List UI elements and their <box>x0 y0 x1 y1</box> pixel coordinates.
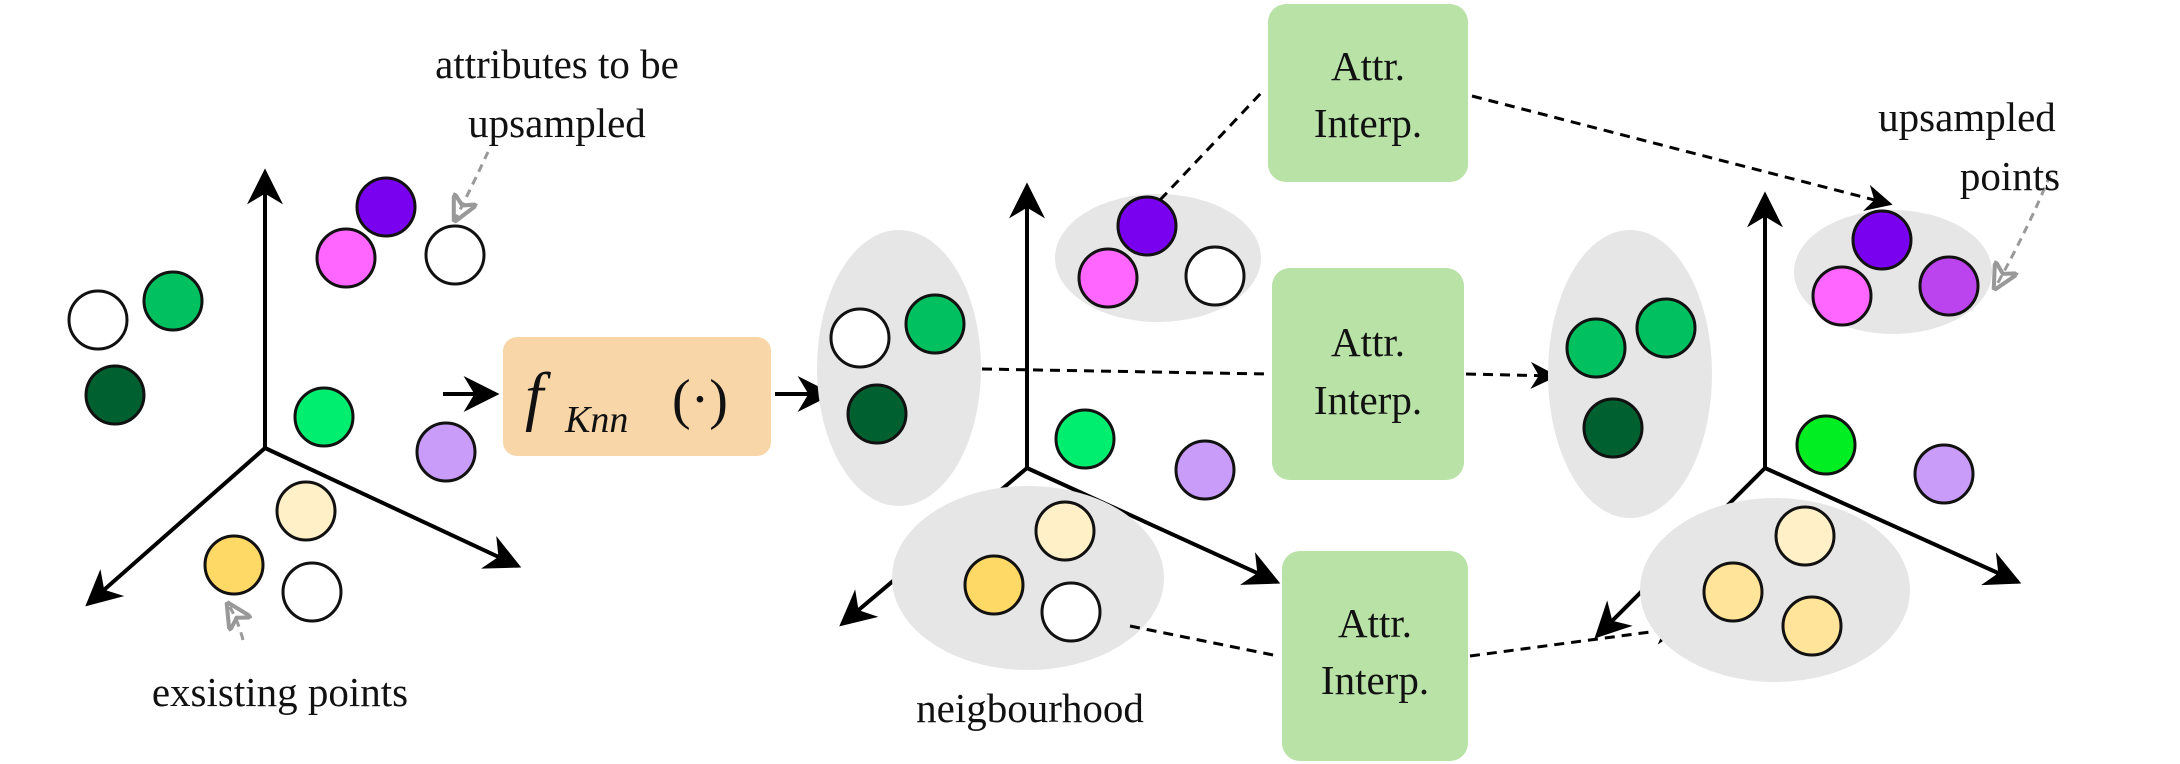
upsampled-label-line1: upsampled <box>1878 94 2056 140</box>
upsampled-label-line2: points <box>1960 153 2060 199</box>
cluster-upsampled-middle <box>1548 230 1712 518</box>
cluster-upsampled-bottom <box>1640 498 1910 682</box>
interp-box-top: Attr. Interp. <box>1268 4 1468 182</box>
point-lavender <box>1174 439 1236 501</box>
point-cream <box>275 480 337 542</box>
neighbourhood-label: neigbourhood <box>916 685 1144 731</box>
point-white <box>67 289 129 351</box>
dashed-connectors <box>981 90 1893 658</box>
point-green <box>904 293 966 355</box>
interp-box-middle: Attr. Interp. <box>1272 268 1464 480</box>
point-bright-green <box>293 386 355 448</box>
point-lavender <box>1913 443 1975 505</box>
attributes-label-line1: attributes to be <box>435 41 679 87</box>
knn-box: f Knn (·) <box>503 337 771 456</box>
point-cream <box>1774 505 1836 567</box>
point-green <box>1565 317 1627 379</box>
point-purple <box>1851 209 1913 271</box>
point-dark-green <box>846 383 908 445</box>
knn-args: (·) <box>672 369 728 431</box>
point-lime <box>1795 414 1857 476</box>
point-bright-green <box>1054 408 1116 470</box>
cluster-middle <box>817 230 981 506</box>
point-white <box>829 307 891 369</box>
interp-box-middle-line1: Attr. <box>1331 319 1405 365</box>
point-pale-yellow <box>1702 561 1764 623</box>
point-lavender <box>415 421 477 483</box>
point-green <box>142 270 204 332</box>
knn-subscript: Knn <box>564 399 628 441</box>
attributes-label-line2: upsampled <box>468 100 646 146</box>
callout-arrows <box>228 151 2052 641</box>
point-violet <box>1918 255 1980 317</box>
interp-box-bottom: Attr. Interp. <box>1282 551 1468 761</box>
point-magenta <box>1811 265 1873 327</box>
upsampled-points <box>1702 209 1980 657</box>
point-cream <box>1034 500 1096 562</box>
interp-box-middle-line2: Interp. <box>1314 377 1422 423</box>
point-purple <box>1116 195 1178 257</box>
point-magenta <box>1077 247 1139 309</box>
point-white <box>1184 245 1246 307</box>
point-yellow <box>963 554 1025 616</box>
point-dark-green <box>84 364 146 426</box>
cluster-bottom <box>892 486 1164 670</box>
point-white <box>281 561 343 623</box>
point-purple <box>355 176 417 238</box>
axes-existing <box>85 168 522 607</box>
point-yellow <box>203 534 265 596</box>
interp-box-bottom-line2: Interp. <box>1321 657 1429 703</box>
interp-box-bottom-line1: Attr. <box>1338 600 1412 646</box>
point-white <box>1040 581 1102 643</box>
interp-box-top-line2: Interp. <box>1314 100 1422 146</box>
neighbourhood-points <box>829 195 1246 643</box>
point-white <box>424 224 486 286</box>
point-pale-yellow <box>1781 595 1843 657</box>
existing-points-label: exsisting points <box>152 669 408 715</box>
point-magenta <box>315 227 377 289</box>
existing-points <box>67 176 486 623</box>
point-dark-green <box>1582 397 1644 459</box>
point-green <box>1635 297 1697 359</box>
interp-box-top-line1: Attr. <box>1331 43 1405 89</box>
